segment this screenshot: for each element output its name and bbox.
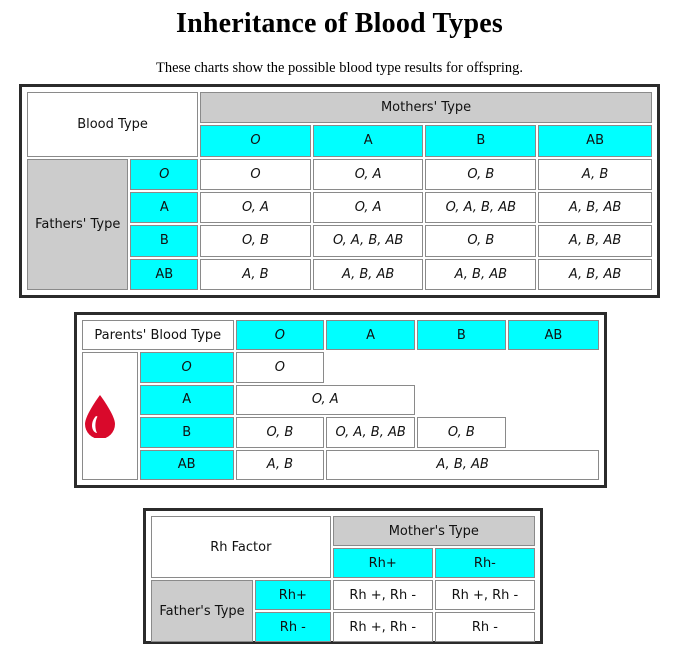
table-cell: A, B, AB [538, 191, 652, 224]
table-cell-empty [507, 384, 599, 416]
blood-type-chart: Blood Type Mothers' Type O A B AB Father… [19, 84, 660, 298]
table-cell-empty [326, 352, 415, 383]
corner-label-parents-blood-type: Parents' Blood Type [82, 320, 234, 351]
row-header-b: B [139, 417, 234, 448]
blood-drop-cell [82, 352, 138, 480]
table-cell: A, B [235, 449, 325, 480]
table-cell: O, A, B, AB [425, 191, 537, 224]
table-cell: A, B, AB [312, 258, 424, 290]
rh-factor-chart: Rh Factor Mother's Type Rh+ Rh- Father's… [143, 508, 543, 644]
table-row: B O, B O, A, B, AB O, B A, B, AB [27, 225, 652, 257]
row-header-ab: AB [130, 258, 199, 290]
table-cell: O, B [235, 417, 325, 448]
table-row: B O, B O, A, B, AB O, B [82, 417, 599, 448]
row-header-a: A [139, 384, 234, 416]
table-cell: O, B [425, 225, 537, 257]
column-group-label-mothers-type: Mothers' Type [200, 92, 652, 124]
table-cell: Rh +, Rh - [434, 580, 535, 610]
corner-label-blood-type: Blood Type [27, 92, 199, 157]
table-cell: A, B, AB [326, 449, 599, 480]
column-header-b: B [425, 125, 537, 157]
table-cell: A, B [200, 258, 311, 290]
column-header-rh-positive: Rh+ [332, 548, 433, 578]
table-cell: O, B [425, 158, 537, 190]
table-cell: O [235, 352, 325, 383]
row-header-o: O [130, 158, 199, 190]
column-header-o: O [235, 320, 325, 351]
column-group-label-mothers-type: Mother's Type [332, 516, 535, 546]
table-row-corner: Blood Type Mothers' Type [27, 92, 652, 157]
table-cell: A, B, AB [425, 258, 537, 290]
corner-label-rh-factor: Rh Factor [151, 516, 331, 578]
table-cell: O, A, B, AB [312, 225, 424, 257]
table-cell: A, B, AB [538, 225, 652, 257]
table-row: A O, A [82, 384, 599, 416]
table-row-column-headers: O A B AB [27, 125, 652, 157]
blood-drop-icon [83, 394, 137, 439]
parents-blood-type-table: Parents' Blood Type O A B AB O O [80, 318, 601, 482]
row-group-label-fathers-type: Fathers' Type [27, 158, 129, 290]
row-header-b: B [130, 225, 199, 257]
column-header-rh-negative: Rh- [434, 548, 535, 578]
table-cell-empty [416, 384, 506, 416]
table-cell-empty [416, 352, 506, 383]
table-cell: Rh - [434, 612, 535, 642]
table-row: AB A, B A, B, AB A, B, AB A, B, AB [27, 258, 652, 290]
table-cell: Rh +, Rh - [332, 580, 433, 610]
table-row: Rh - Rh +, Rh - Rh - [151, 612, 535, 642]
table-cell: Rh +, Rh - [332, 612, 433, 642]
table-cell: O [200, 158, 311, 190]
table-cell-empty [507, 352, 599, 383]
table-cell: O, A [235, 384, 415, 416]
column-header-a: A [312, 125, 424, 157]
table-cell: O, B [416, 417, 506, 448]
column-header-ab: AB [507, 320, 599, 351]
table-cell: A, B, AB [538, 258, 652, 290]
table-cell: O, A [200, 191, 311, 224]
page-subtitle: These charts show the possible blood typ… [155, 60, 523, 76]
row-header-a: A [130, 191, 199, 224]
blood-type-table: Blood Type Mothers' Type O A B AB Father… [25, 90, 654, 292]
column-header-a: A [326, 320, 415, 351]
table-cell: O, A [312, 158, 424, 190]
table-row: A O, A O, A O, A, B, AB A, B, AB [27, 191, 652, 224]
row-header-ab: AB [139, 449, 234, 480]
table-cell: O, B [200, 225, 311, 257]
row-header-rh-negative: Rh - [255, 612, 331, 642]
row-header-rh-positive: Rh+ [255, 580, 331, 610]
table-row-column-headers: Rh+ Rh- [151, 548, 535, 578]
row-header-o: O [139, 352, 234, 383]
row-group-label-fathers-type: Father's Type [151, 580, 254, 642]
table-row: AB A, B A, B, AB [82, 449, 599, 480]
table-row-column-headers: Parents' Blood Type O A B AB [82, 320, 599, 351]
table-cell: A, B [538, 158, 652, 190]
column-header-b: B [416, 320, 506, 351]
column-header-o: O [200, 125, 311, 157]
table-row-corner: Rh Factor Mother's Type [151, 516, 535, 578]
column-header-ab: AB [538, 125, 652, 157]
table-cell: O, A [312, 191, 424, 224]
table-row: Fathers' Type O O O, A O, B A, B [27, 158, 652, 290]
table-row: O O [82, 352, 599, 480]
parents-blood-type-chart: Parents' Blood Type O A B AB O O [74, 312, 607, 488]
rh-factor-table: Rh Factor Mother's Type Rh+ Rh- Father's… [149, 514, 537, 644]
table-cell: O, A, B, AB [326, 417, 415, 448]
table-row: Father's Type Rh+ Rh +, Rh - Rh +, Rh - [151, 580, 535, 642]
table-cell-empty [507, 417, 599, 448]
page-title: Inheritance of Blood Types [176, 8, 503, 39]
